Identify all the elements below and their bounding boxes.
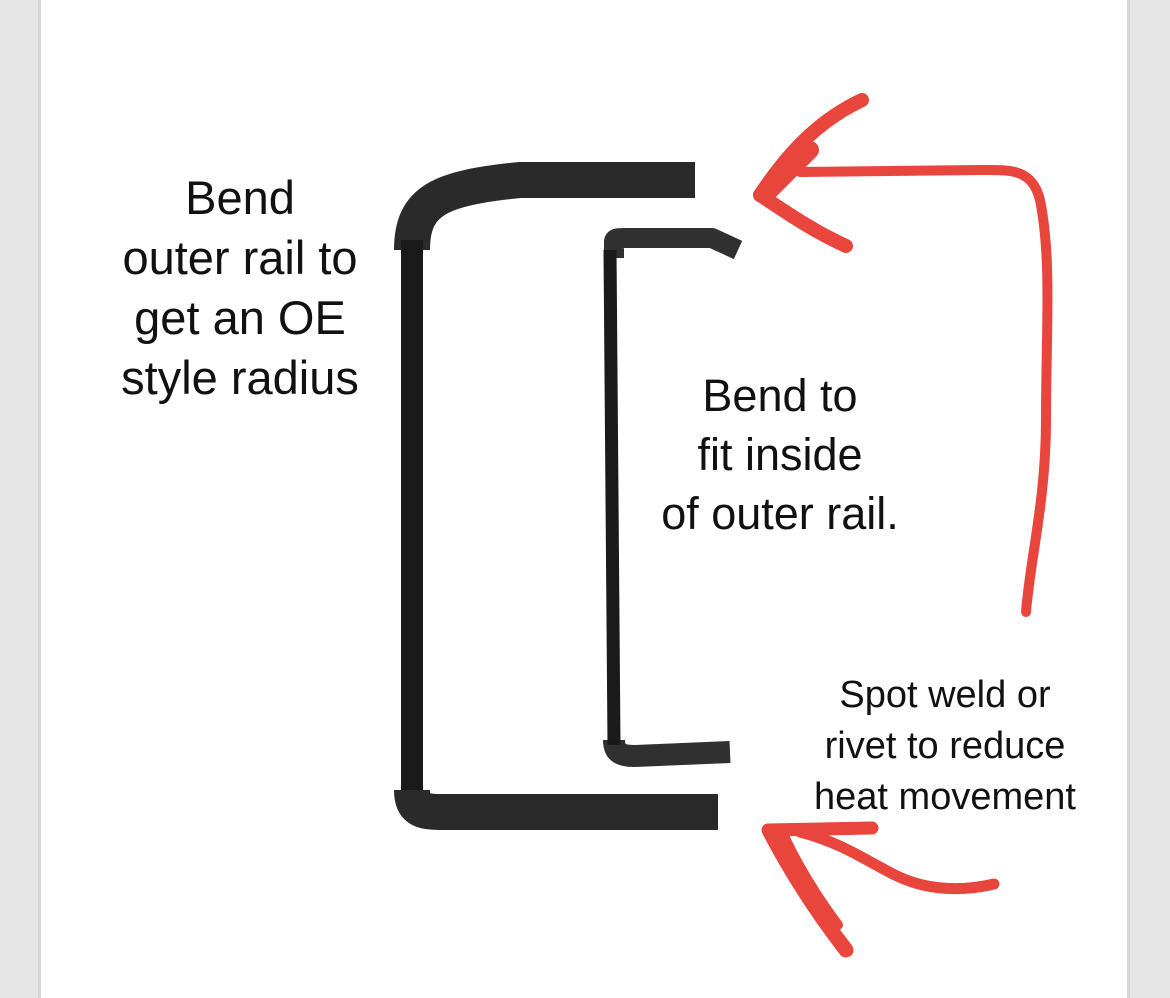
spot-weld-caption-line: Spot weld or (839, 674, 1051, 716)
spot-weld-caption: Spot weld or rivet to reduce heat moveme… (775, 670, 1115, 823)
outer-rail-caption: Bend outer rail to get an OE style radiu… (80, 168, 400, 408)
bottom-arrow-head-top (761, 821, 879, 837)
bottom-arrow-head-inner (780, 833, 843, 930)
inner-rail-bottom-flange (603, 739, 731, 767)
top-arrow-head-lower (753, 188, 853, 253)
top-arrow-shaft (795, 164, 1053, 617)
bottom-arrow-shaft (794, 826, 1000, 895)
outer-rail-caption-line: outer rail to (122, 231, 358, 284)
inner-rail-caption-line: Bend to (702, 370, 858, 421)
inner-rail-top-flange (604, 228, 743, 260)
bottom-arrow-head-down (762, 824, 854, 958)
inner-rail-caption-line: fit inside (697, 429, 863, 480)
inner-rail-bracket (603, 228, 743, 767)
outer-rail-top-flange (394, 162, 695, 251)
curved-arrow-bottom (761, 821, 1000, 958)
spot-weld-caption-line: rivet to reduce (824, 725, 1066, 767)
top-arrow-head-fill (761, 141, 819, 199)
outer-rail-caption-line: style radius (121, 351, 359, 404)
spot-weld-caption-line: heat movement (814, 776, 1076, 818)
outer-rail-bracket (394, 162, 718, 830)
inner-rail-web (603, 249, 621, 746)
inner-rail-caption-line: of outer rail. (661, 488, 899, 539)
outer-rail-bottom-flange (394, 788, 718, 830)
inner-rail-caption: Bend to fit inside of outer rail. (620, 366, 940, 543)
outer-rail-caption-line: get an OE (134, 291, 346, 344)
curved-arrow-top (753, 93, 1053, 617)
outer-rail-caption-line: Bend (185, 171, 295, 224)
